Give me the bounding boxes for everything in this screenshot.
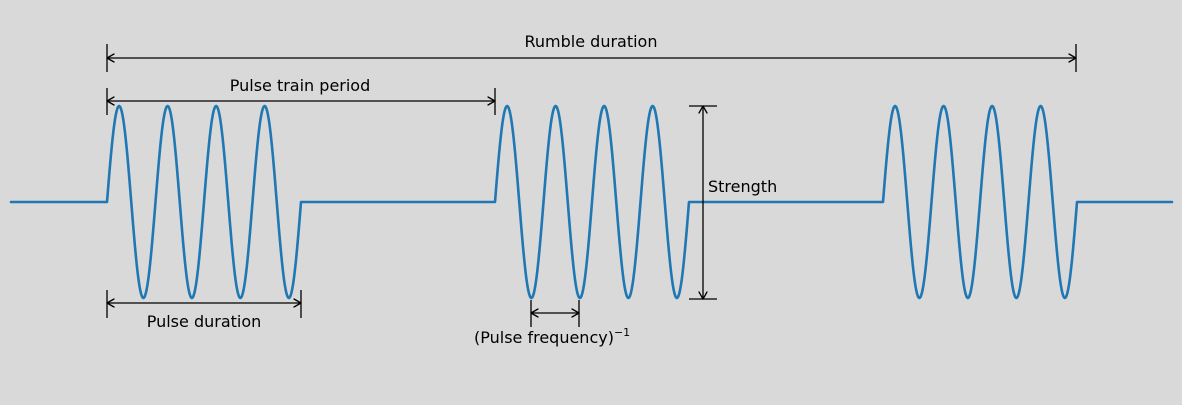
pulse-frequency-arrowhead-right <box>571 308 580 318</box>
rumble-duration-arrowhead-right <box>1068 53 1077 63</box>
pulse-train-period-arrowhead-right <box>487 96 496 106</box>
strength-arrowhead-top <box>698 105 708 114</box>
pulse-train-period-label: Pulse train period <box>230 76 371 95</box>
rumble-waveform <box>9 104 1174 300</box>
pulse-duration-label: Pulse duration <box>147 312 262 331</box>
pulse-duration-arrowhead-left <box>106 298 115 308</box>
pulse-duration-annotation: Pulse duration <box>106 290 302 331</box>
rumble-duration-label: Rumble duration <box>525 32 658 51</box>
pulse-train-period-annotation: Pulse train period <box>106 76 496 115</box>
strength-label: Strength <box>708 177 777 196</box>
strength-arrowhead-bottom <box>698 291 708 300</box>
pulse-frequency-annotation: (Pulse frequency)−1 <box>474 300 630 347</box>
pulse-train-period-arrowhead-left <box>106 96 115 106</box>
rumble-duration-annotation: Rumble duration <box>106 32 1077 72</box>
pulse-frequency-label-exponent: −1 <box>614 326 630 339</box>
rumble-duration-arrowhead-left <box>106 53 115 63</box>
pulse-frequency-label: (Pulse frequency)−1 <box>474 326 630 347</box>
strength-annotation: Strength <box>689 105 777 300</box>
pulse-frequency-arrowhead-left <box>530 308 539 318</box>
pulse-duration-arrowhead-right <box>293 298 302 308</box>
pulse-frequency-label-base: (Pulse frequency) <box>474 328 614 347</box>
